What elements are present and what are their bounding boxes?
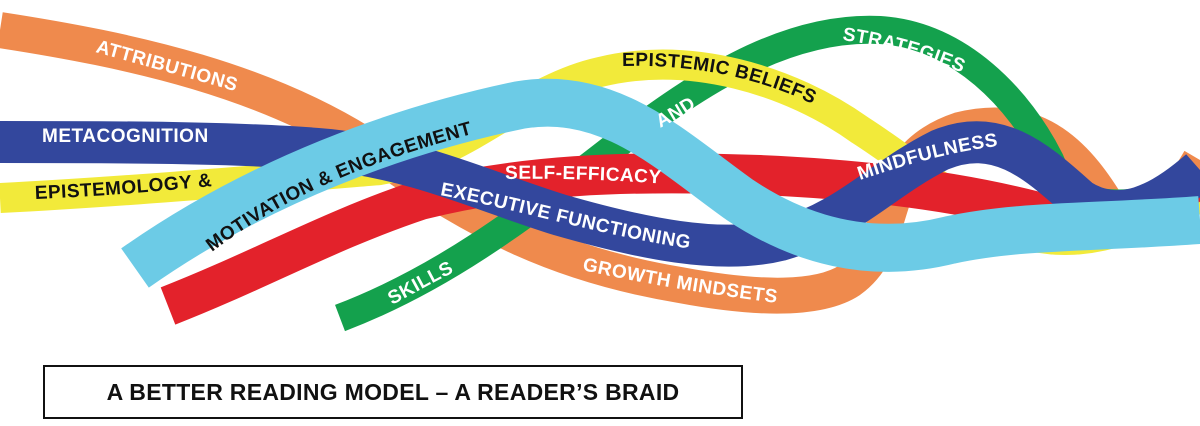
caption-box: A BETTER READING MODEL – A READER’S BRAI… [43, 365, 743, 419]
strand-orange-attributions [0, 12, 1200, 314]
strand-sky-motivation [121, 78, 1200, 288]
label-metacognition: METACOGNITION [42, 126, 209, 147]
caption-text: A BETTER READING MODEL – A READER’S BRAI… [106, 378, 680, 405]
braid-illustration: ATTRIBUTIONS METACOGNITION EPISTEMOLOGY … [0, 12, 1200, 332]
strand-navy-metacognition [0, 121, 1200, 267]
